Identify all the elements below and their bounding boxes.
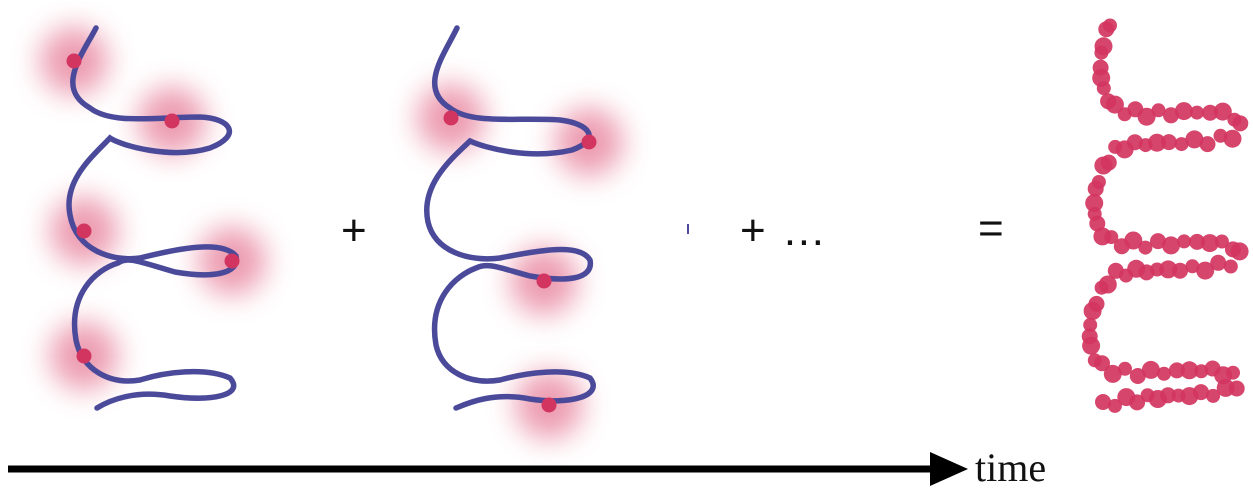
reconstruction-dot	[1118, 362, 1132, 376]
reconstruction-dot	[1082, 337, 1100, 355]
localization-dot	[165, 114, 180, 129]
localization-dot	[444, 111, 459, 126]
reconstruction-dot	[1097, 81, 1111, 95]
reconstruction-dot	[1142, 361, 1160, 379]
stray-mark	[687, 224, 689, 234]
reconstruction-dot	[1095, 281, 1109, 295]
localization-dot	[582, 135, 597, 150]
plus-operator: +	[341, 206, 367, 256]
reconstruction-dot	[1232, 115, 1248, 131]
reconstruction-dot	[1162, 236, 1180, 254]
localization-dot	[77, 224, 92, 239]
time-axis-label: time	[975, 444, 1046, 491]
frame-1	[40, 27, 266, 408]
reconstruction-dot	[1177, 234, 1191, 248]
reconstruction	[1082, 19, 1249, 413]
reconstruction-dot	[1214, 129, 1228, 143]
localization-dot	[542, 398, 557, 413]
localization-dot	[537, 274, 552, 289]
frame-2	[417, 28, 623, 439]
reconstruction-dot	[1094, 157, 1112, 175]
reconstruction-dot	[1095, 394, 1111, 410]
equals-operator: =	[978, 204, 1004, 254]
time-arrow	[8, 452, 968, 486]
localization-dot	[67, 54, 82, 69]
localization-dot	[77, 349, 92, 364]
time-arrow-head	[930, 452, 968, 486]
reconstruction-dot	[1098, 21, 1114, 37]
reconstruction-dot	[1157, 367, 1171, 381]
reconstruction-dot	[1084, 302, 1102, 320]
reconstruction-dot	[1231, 242, 1249, 260]
plus-ellipsis-operator: + …	[740, 206, 828, 256]
reconstruction-dot	[1190, 106, 1204, 120]
reconstruction-dot	[1108, 140, 1122, 154]
localization-dot	[225, 254, 240, 269]
reconstruction-dot	[1226, 366, 1240, 380]
reconstruction-dot	[1094, 46, 1108, 60]
